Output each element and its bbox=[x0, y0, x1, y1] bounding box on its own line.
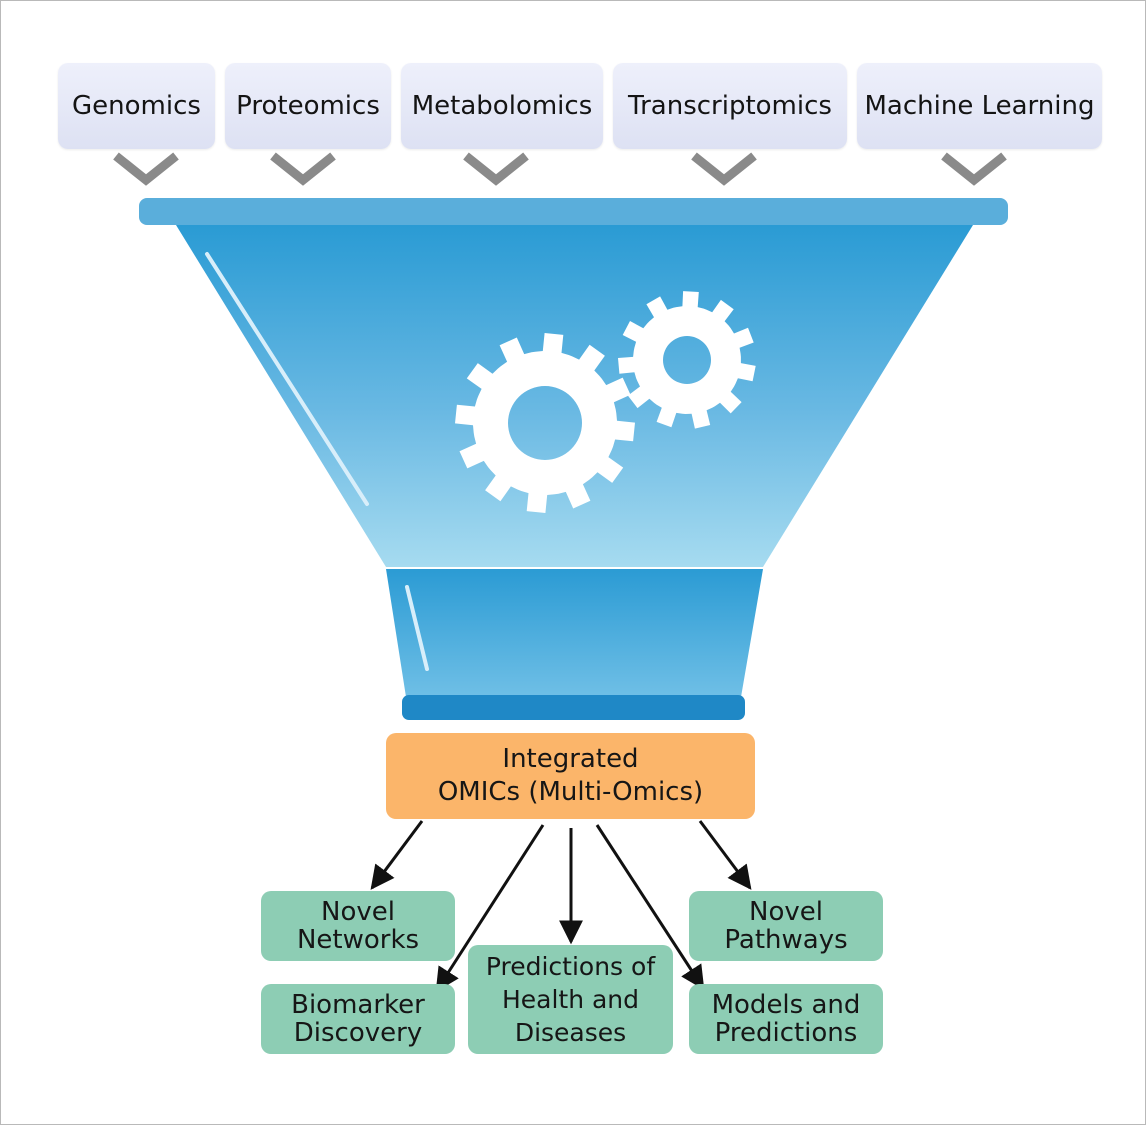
integrated-omics-line1: Integrated bbox=[502, 744, 639, 774]
output-label-models-predictions: Models and Predictions bbox=[711, 990, 861, 1048]
funnel-highlight bbox=[205, 252, 369, 506]
output-box-models-predictions: Models and Predictions bbox=[689, 984, 883, 1054]
arrow-to-novel-pathways bbox=[698, 820, 752, 890]
arrow-to-biomarker-discovery bbox=[435, 824, 545, 993]
output-label-biomarker-discovery: Biomarker Discovery bbox=[291, 990, 425, 1048]
gears-icon bbox=[455, 291, 756, 513]
arrow-to-models-predictions bbox=[595, 824, 705, 991]
input-label-proteomics: Proteomics bbox=[236, 91, 380, 121]
gear-icon bbox=[618, 291, 756, 429]
integrated-omics-line2: OMICs (Multi-Omics) bbox=[437, 777, 704, 807]
input-label-genomics: Genomics bbox=[72, 91, 201, 121]
input-box-genomics: Genomics bbox=[58, 63, 215, 149]
chevron-down-icon bbox=[270, 152, 336, 186]
chevron-down-icon bbox=[113, 152, 179, 186]
chevron-down-icon bbox=[941, 152, 1007, 186]
chevron-down-icon bbox=[463, 152, 529, 186]
output-box-novel-networks: Novel Networks bbox=[261, 891, 455, 961]
input-label-transcriptomics: Transcriptomics bbox=[628, 91, 832, 121]
input-box-transcriptomics: Transcriptomics bbox=[613, 63, 847, 149]
gear-icon bbox=[455, 333, 635, 513]
output-label-novel-networks: Novel Networks bbox=[296, 897, 420, 955]
output-label-novel-pathways: Novel Pathways bbox=[724, 897, 848, 955]
arrow-to-novel-networks bbox=[370, 820, 424, 890]
funnel-spout bbox=[386, 569, 763, 697]
integrated-omics-box: Integrated OMICs (Multi-Omics) bbox=[386, 733, 755, 819]
output-label-predictions-health: Predictions of Health and Diseases bbox=[485, 952, 656, 1047]
spout-highlight bbox=[405, 585, 429, 671]
funnel-rim bbox=[139, 198, 1008, 225]
chevron-down-icon bbox=[691, 152, 757, 186]
funnel-base bbox=[402, 695, 745, 720]
input-box-machine-learning: Machine Learning bbox=[857, 63, 1102, 149]
output-box-biomarker-discovery: Biomarker Discovery bbox=[261, 984, 455, 1054]
output-box-novel-pathways: Novel Pathways bbox=[689, 891, 883, 961]
input-label-metabolomics: Metabolomics bbox=[411, 91, 593, 121]
input-box-proteomics: Proteomics bbox=[225, 63, 391, 149]
output-box-predictions-health: Predictions of Health and Diseases bbox=[468, 945, 673, 1054]
input-label-machine-learning: Machine Learning bbox=[864, 91, 1095, 121]
input-box-metabolomics: Metabolomics bbox=[401, 63, 603, 149]
